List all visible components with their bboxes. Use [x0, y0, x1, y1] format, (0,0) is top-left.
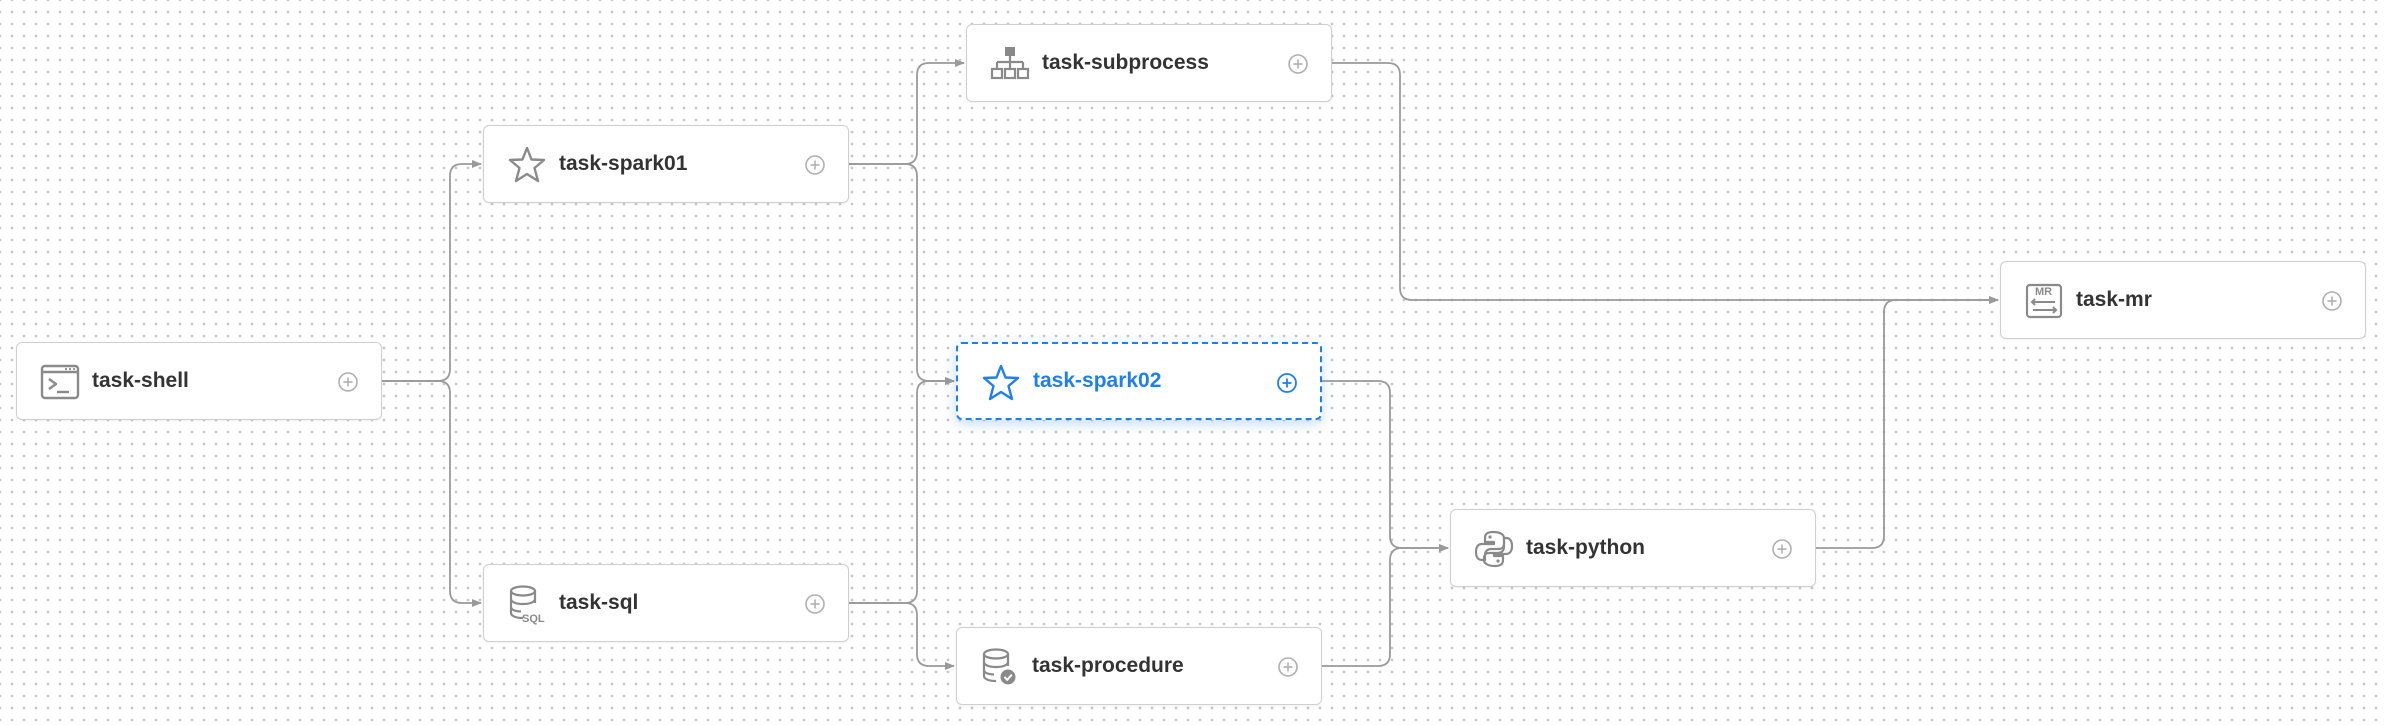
- edge-sql-to-procedure[interactable]: [849, 602, 955, 670]
- node-task-mr[interactable]: MR task-mr: [2000, 261, 2366, 339]
- edge-spark01-to-subprocess[interactable]: [849, 59, 965, 165]
- node-label: task-shell: [92, 369, 189, 392]
- edge-sql-to-spark02[interactable]: [849, 377, 955, 604]
- add-task-icon[interactable]: [1276, 372, 1298, 394]
- edge-shell-to-spark01[interactable]: [382, 160, 482, 382]
- node-task-shell[interactable]: task-shell: [16, 342, 382, 420]
- node-task-spark01[interactable]: task-spark01: [483, 125, 849, 203]
- add-task-icon[interactable]: [1287, 53, 1309, 75]
- node-label: task-subprocess: [1042, 51, 1209, 74]
- sql-icon-text: SQL: [522, 613, 545, 625]
- node-task-python[interactable]: task-python: [1450, 509, 1816, 587]
- python-icon: [1473, 528, 1515, 570]
- node-label: task-spark02: [1033, 369, 1162, 392]
- node-label: task-sql: [559, 591, 639, 614]
- node-task-subprocess[interactable]: task-subprocess: [966, 24, 1332, 102]
- node-label: task-spark01: [559, 152, 688, 175]
- edge-subprocess-to-mr[interactable]: [1332, 62, 1999, 304]
- sql-database-icon: SQL: [506, 583, 548, 625]
- node-task-sql[interactable]: SQL task-sql: [483, 564, 849, 642]
- edge-spark02-to-python[interactable]: [1322, 380, 1449, 552]
- add-task-icon[interactable]: [337, 371, 359, 393]
- mapreduce-icon: MR: [2023, 280, 2065, 322]
- shell-terminal-icon: [39, 361, 81, 403]
- edge-procedure-to-python[interactable]: [1322, 544, 1449, 667]
- node-label: task-procedure: [1032, 654, 1184, 677]
- mr-icon-text: MR: [2035, 286, 2052, 298]
- node-label: task-python: [1526, 536, 1646, 559]
- node-task-procedure[interactable]: task-procedure: [956, 627, 1322, 705]
- spark-star-icon: [506, 144, 548, 186]
- add-task-icon[interactable]: [1277, 656, 1299, 678]
- spark-star-icon: [980, 362, 1022, 404]
- subprocess-hierarchy-icon: [989, 43, 1031, 85]
- edge-spark01-to-spark02[interactable]: [849, 163, 955, 385]
- add-task-icon[interactable]: [2321, 290, 2343, 312]
- edge-python-to-mr[interactable]: [1816, 296, 1999, 549]
- node-task-spark02[interactable]: task-spark02: [956, 342, 1322, 420]
- add-task-icon[interactable]: [1771, 538, 1793, 560]
- edge-shell-to-sql[interactable]: [382, 380, 482, 607]
- node-label: task-mr: [2076, 288, 2152, 311]
- procedure-database-icon: [979, 646, 1021, 688]
- add-task-icon[interactable]: [804, 154, 826, 176]
- add-task-icon[interactable]: [804, 593, 826, 615]
